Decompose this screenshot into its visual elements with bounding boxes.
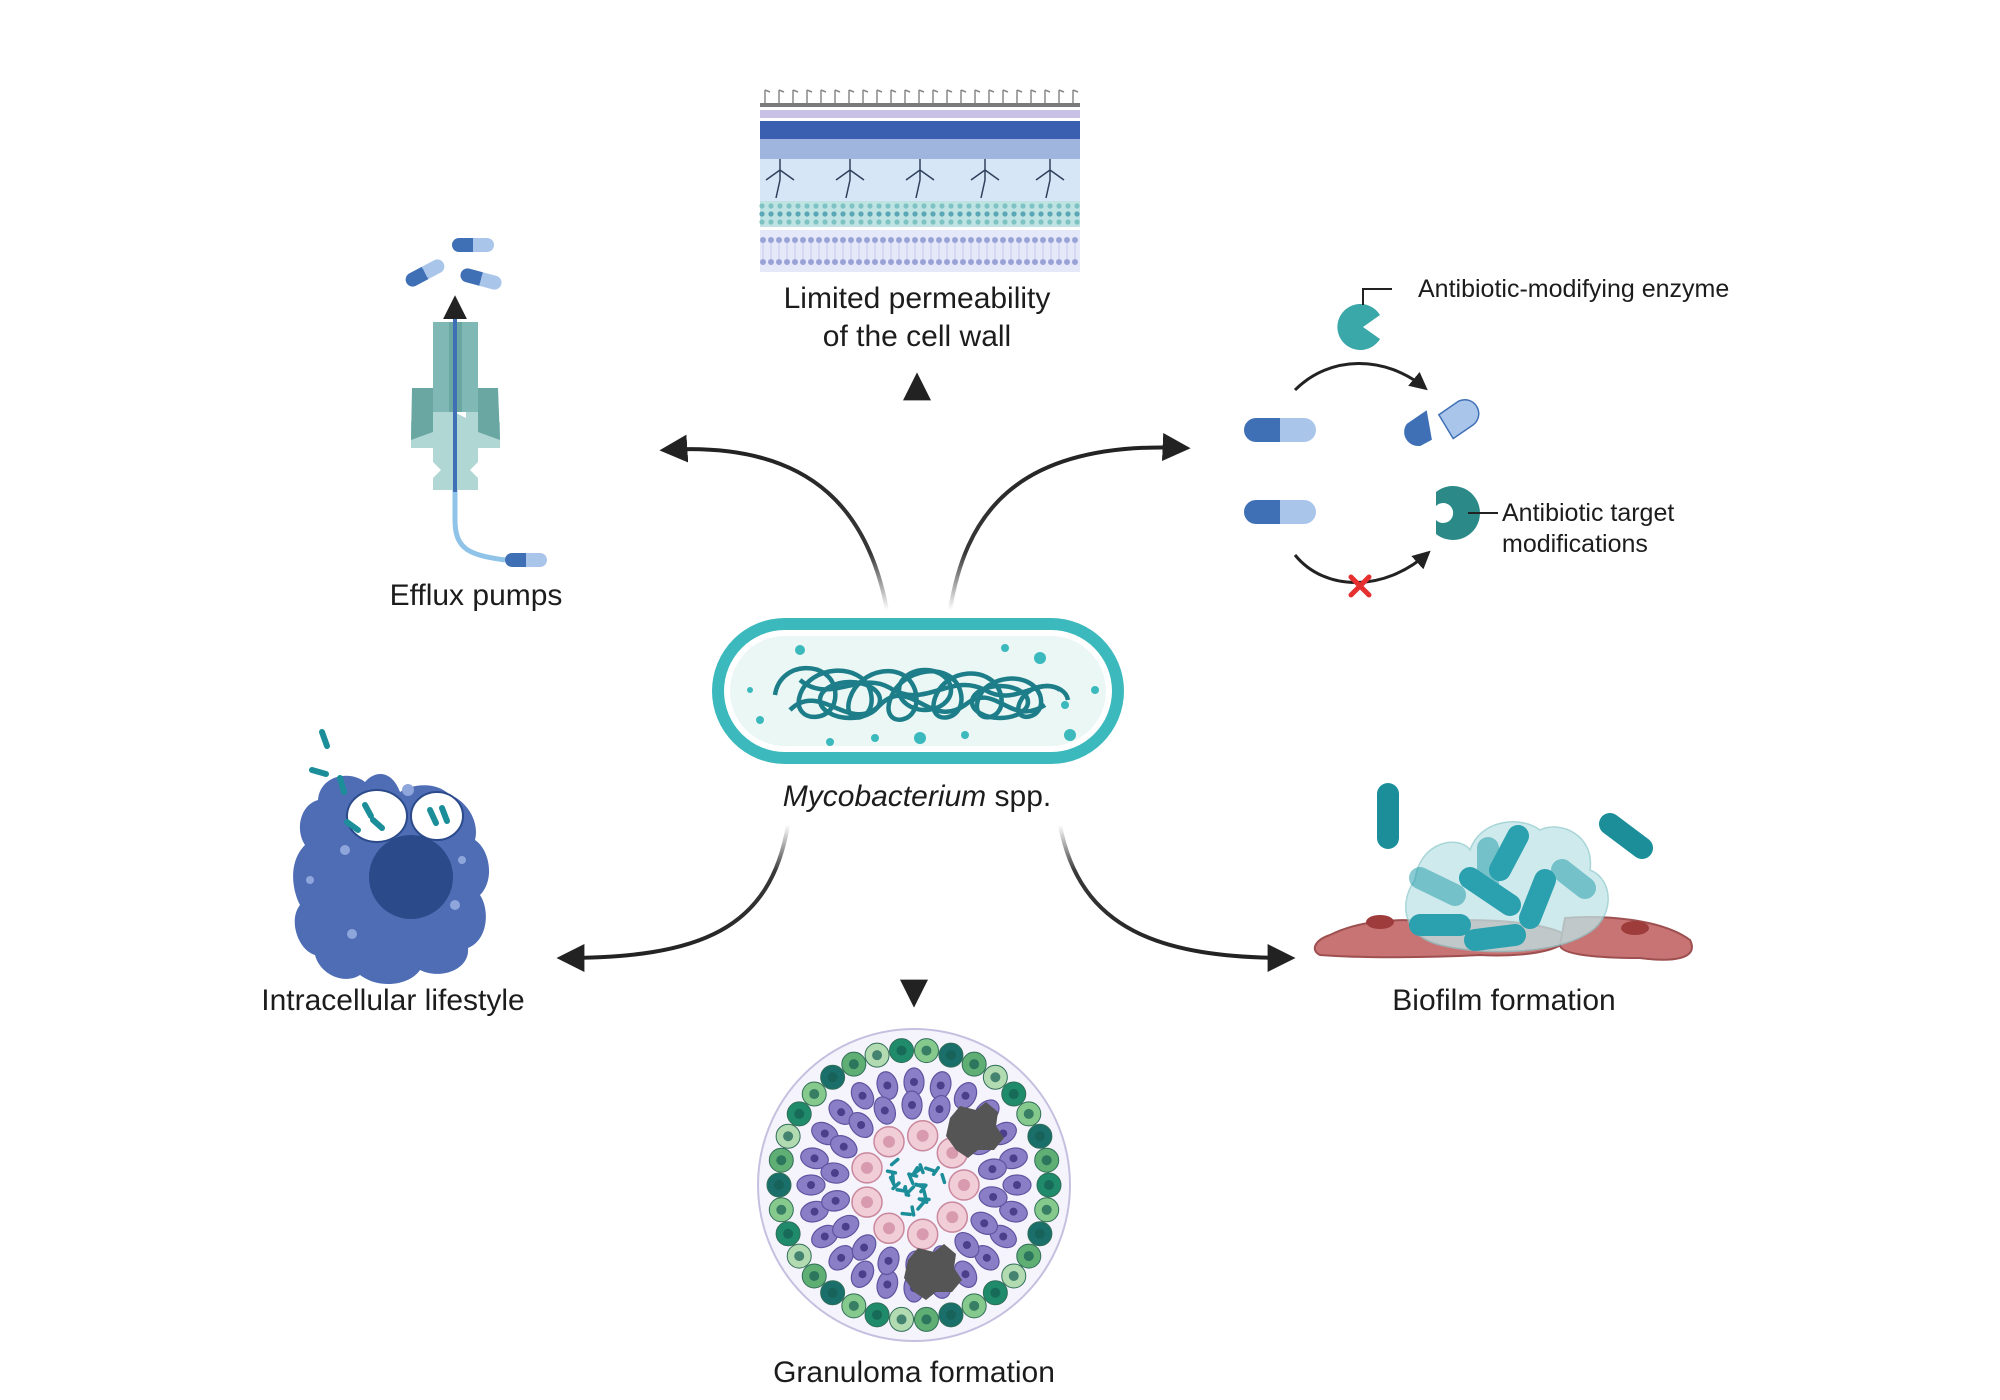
mycobacterium-icon	[712, 618, 1124, 764]
macrophage-icon	[293, 729, 490, 985]
target-label-1: Antibiotic target	[1502, 499, 1674, 527]
intracellular-label: Intracellular lifestyle	[261, 984, 524, 1017]
arrow-to-biofilm	[1058, 824, 1296, 972]
center-suffix: spp.	[986, 780, 1051, 813]
antibiotic-pill-icon	[1244, 418, 1316, 442]
arrow-to-resistance	[948, 433, 1191, 611]
granuloma-label: Granuloma formation	[773, 1356, 1055, 1389]
bacteria-icon	[309, 729, 450, 833]
cell-wall-label-2: of the cell wall	[823, 320, 1011, 353]
enzyme-icon	[1337, 304, 1380, 351]
cytoplasm-dots-icon	[747, 644, 1099, 746]
bacteria-icon	[1409, 825, 1596, 951]
cell-wall-icon	[759, 89, 1080, 272]
center-label: Mycobacterium spp.	[783, 780, 1051, 813]
efflux-pump-icon	[405, 238, 547, 567]
antibiotic-pill-icon	[452, 238, 494, 252]
antibiotic-pill-icon	[505, 553, 547, 567]
antibiotic-pill-icon	[1244, 500, 1316, 524]
arrows	[556, 372, 1296, 1008]
broken-antibiotic-icon	[1404, 398, 1480, 447]
arrow-to-efflux	[659, 434, 889, 611]
cell-wall-label-1: Limited permeability	[784, 282, 1051, 315]
bacteria-icon	[1377, 783, 1653, 859]
antibiotic-pill-icon	[405, 259, 445, 287]
center-genus: Mycobacterium	[783, 780, 986, 813]
biofilm-label: Biofilm formation	[1392, 984, 1615, 1017]
antibiotic-pill-icon	[460, 268, 502, 290]
antibiotic-modification-icon: Antibiotic-modifying enzyme Antibiotic t…	[1244, 275, 1729, 598]
arrow-to-intracellular	[556, 824, 790, 972]
granuloma-icon	[757, 1028, 1071, 1342]
blocked-cross-icon	[1348, 574, 1372, 598]
efflux-label: Efflux pumps	[390, 579, 563, 612]
enzyme-label: Antibiotic-modifying enzyme	[1418, 275, 1729, 303]
biofilm-icon	[1313, 783, 1693, 961]
foam-cell-icon	[904, 1102, 1004, 1300]
modified-target-icon	[1436, 486, 1480, 540]
chromosome-icon	[772, 665, 1071, 722]
target-label-2: modifications	[1502, 530, 1648, 558]
